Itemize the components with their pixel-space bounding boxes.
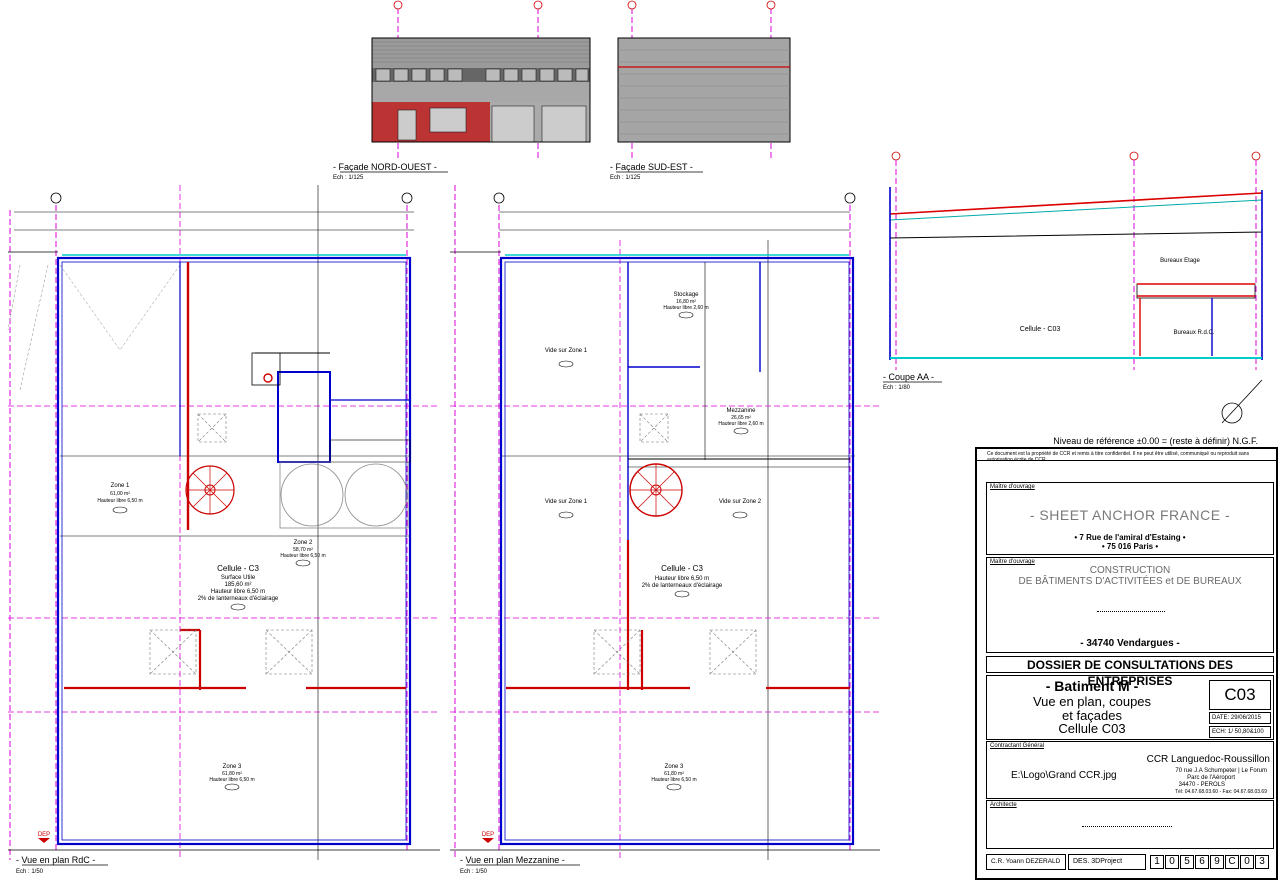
- drawing-number-digit: 1: [1150, 855, 1164, 869]
- drawing-title-box: - Batiment M - Vue en plan, coupes et fa…: [986, 675, 1274, 740]
- confidential-note: Ce document est la propriété de CCR et r…: [977, 449, 1276, 463]
- stockage-height: Hauteur libre 2,60 m: [663, 305, 708, 311]
- drawing-desc3: Cellule C03: [1058, 721, 1126, 736]
- zone2-name: Zone 2: [294, 540, 313, 546]
- client-address1: • 7 Rue de l'amiral d'Estaing •: [1074, 533, 1186, 542]
- cellule-name: Cellule - C3: [217, 564, 259, 573]
- project-box: Maître d'ouvrage CONSTRUCTION DE BÂTIMEN…: [986, 557, 1274, 653]
- section-aa: Bureaux Etage Bureaux R.d.C. Cellule - C…: [889, 151, 1263, 370]
- zone3-area: 61,80 m²: [222, 771, 242, 777]
- reference-note: Niveau de référence ±0.00 = (reste à déf…: [1053, 436, 1258, 446]
- zone2-area: 58,70 m²: [293, 547, 313, 553]
- coupe-title: - Coupe AA -: [883, 372, 934, 382]
- cellule-skylight: 2% de lanterneaux d'éclairage: [198, 596, 279, 602]
- cr-field: C.R. Yoann DEZERALD: [986, 854, 1066, 870]
- company-addr1: 70 rue J.A Schumpeter | Le Forum: [1175, 768, 1267, 774]
- company-addr2: Parc de l'Aéroport: [1187, 775, 1235, 781]
- facade-se-title: - Façade SUD-EST -: [610, 162, 693, 172]
- company-tel: Tél: 04.67.68.03.60 - Fax: 04.67.68.03.6…: [1174, 789, 1267, 795]
- zone3-height: Hauteur libre 6,50 m: [209, 777, 254, 783]
- mezz-zone3-area: 61,80 m²: [664, 771, 684, 777]
- mezzanine-name: Mezzanine: [726, 408, 756, 414]
- zone1-name: Zone 1: [111, 483, 130, 489]
- mezz-title: - Vue en plan Mezzanine -: [460, 855, 565, 865]
- drawing-desc1: Vue en plan, coupes: [1032, 694, 1152, 709]
- zone1-height: Hauteur libre 6,50 m: [97, 498, 142, 504]
- drawing-number-digit: 5: [1180, 855, 1194, 869]
- plan-rdc: Zone 1 61,00 m² Hauteur libre 6,50 m Zon…: [7, 185, 440, 860]
- architecte-box: Architecte: [986, 800, 1274, 849]
- facade-nord-ouest: [371, 0, 591, 158]
- drawing-number-digit: 0: [1240, 855, 1254, 869]
- drawing-code: C03: [1209, 680, 1271, 710]
- contractant-label: Contractant Général: [990, 743, 1045, 749]
- client-box: Maître d'ouvrage - SHEET ANCHOR FRANCE -…: [986, 482, 1274, 555]
- coupe-scale: Ech : 1/80: [883, 385, 911, 391]
- stair-rdc: [185, 465, 235, 515]
- contractor-box: Contractant Général E:\Logo\Grand CCR.jp…: [986, 741, 1274, 799]
- mezzanine-area: 26,65 m²: [731, 415, 751, 421]
- vide-zone2-label: Vide sur Zone 2: [719, 499, 762, 505]
- plan-mezzanine: Stockage 16,80 m² Hauteur libre 2,60 m M…: [450, 185, 880, 860]
- rdc-scale: Ech : 1/50: [16, 869, 44, 875]
- company-addr3: 34470 - PEROLS: [1178, 782, 1225, 788]
- des-field: DES. 3DProject: [1068, 854, 1146, 870]
- project-location: - 34740 Vendargues -: [1080, 638, 1180, 649]
- cellule-surface: Surface Utile: [221, 575, 256, 581]
- stockage-area: 16,80 m²: [676, 299, 696, 305]
- mezzanine-height: Hauteur libre 2,60 m: [718, 421, 763, 427]
- drawing-number-digit: 6: [1195, 855, 1209, 869]
- client-name: - SHEET ANCHOR FRANCE -: [1029, 507, 1231, 523]
- vide-zone1b-label: Vide sur Zone 1: [545, 499, 588, 505]
- drawing-number-digit: C: [1225, 855, 1239, 869]
- batiment-title: - Batiment M -: [1045, 678, 1139, 694]
- logo-path: E:\Logo\Grand CCR.jpg: [1011, 770, 1117, 781]
- footer-row: C.R. Yoann DEZERALD DES. 3DProject 1 0 5…: [986, 852, 1274, 874]
- architecte-dotted-line: [1082, 826, 1172, 827]
- project-dotted-line: [1097, 611, 1165, 612]
- company-name: CCR Languedoc-Roussillon: [1146, 754, 1270, 765]
- mezz-cellule-skylight: 2% de lanterneaux d'éclairage: [642, 583, 723, 589]
- label-bureaux-etage: Bureaux Etage: [1160, 258, 1200, 264]
- client-address2: • 75 016 Paris •: [1101, 542, 1159, 551]
- zone3-name: Zone 3: [223, 764, 242, 770]
- facade-no-title: - Façade NORD-OUEST -: [333, 162, 437, 172]
- project-line1: CONSTRUCTION: [1089, 565, 1171, 576]
- drawing-desc2: et façades: [1062, 708, 1122, 723]
- maitre-oeuvre-label: Maître d'ouvrage: [990, 559, 1035, 565]
- zone1-area: 61,00 m²: [110, 491, 130, 497]
- mezz-dep-label: DEP: [482, 832, 494, 838]
- title-block: Ce document est la propriété de CCR et r…: [975, 447, 1278, 880]
- drawing-number-digit: 9: [1210, 855, 1224, 869]
- drawing-number-digit: 3: [1255, 855, 1269, 869]
- rdc-title: - Vue en plan RdC -: [16, 855, 95, 865]
- drawing-scale: ECH: 1/ 50,80&100: [1209, 726, 1271, 738]
- zone2-height: Hauteur libre 6,50 m: [280, 553, 325, 559]
- project-line2: DE BÂTIMENTS D'ACTIVITÉES et DE BUREAUX: [1018, 576, 1242, 587]
- dep-label: DEP: [38, 832, 50, 838]
- cellule-area: 185,60 m²: [224, 582, 251, 588]
- vide-zone1-label: Vide sur Zone 1: [545, 348, 588, 354]
- drawing-number-digit: 0: [1165, 855, 1179, 869]
- north-arrow-icon: [1221, 379, 1263, 424]
- drawing-date: DATE: 29/06/2015: [1209, 712, 1271, 724]
- cellule-height: Hauteur libre 6,50 m: [211, 589, 265, 595]
- facade-no-scale: Ech : 1/125: [333, 175, 364, 181]
- facade-sud-est: [617, 0, 791, 158]
- facade-se-scale: Ech : 1/125: [610, 175, 641, 181]
- mezz-zone3-name: Zone 3: [665, 764, 684, 770]
- stair-mezz: [629, 463, 683, 517]
- mezz-cellule-name: Cellule - C3: [661, 564, 703, 573]
- stockage-name: Stockage: [673, 292, 699, 298]
- mezz-cellule-height: Hauteur libre 6,50 m: [655, 576, 709, 582]
- mezz-scale: Ech : 1/50: [460, 869, 488, 875]
- architecte-label: Architecte: [990, 802, 1017, 808]
- label-cellule: Cellule - C03: [1020, 326, 1061, 333]
- maitre-ouvrage-label: Maître d'ouvrage: [990, 484, 1035, 490]
- mezz-zone3-height: Hauteur libre 6,50 m: [651, 777, 696, 783]
- label-bureaux-rdc: Bureaux R.d.C.: [1173, 330, 1214, 336]
- dossier-title: DOSSIER DE CONSULTATIONS DES ENTREPRISES: [986, 656, 1274, 688]
- drawing-number: 1 0 5 6 9 C 0 3: [1150, 855, 1274, 869]
